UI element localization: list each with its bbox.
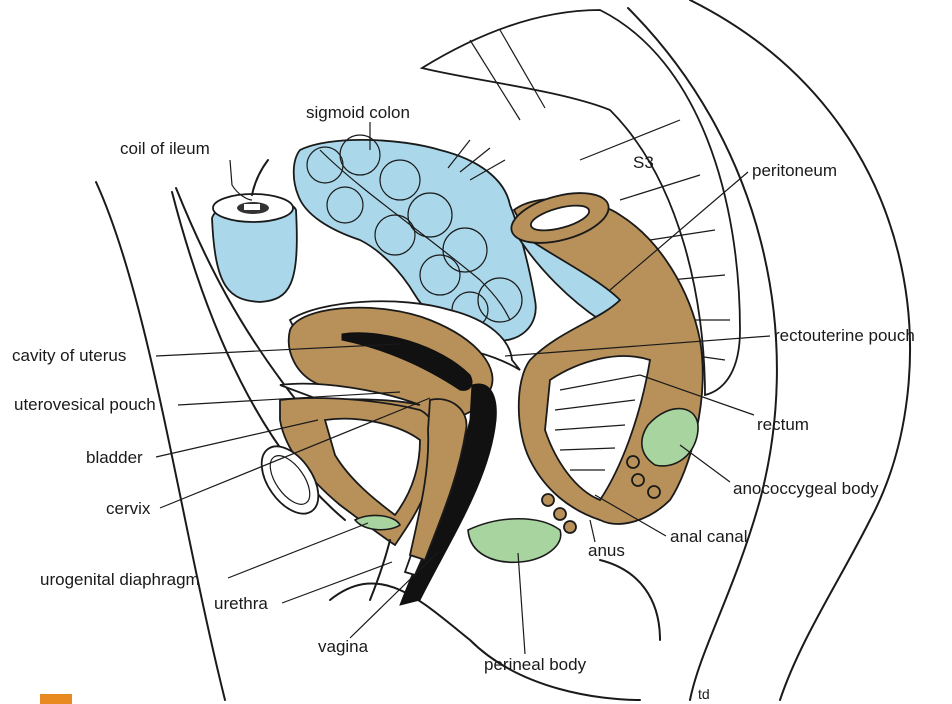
label-urogenital-diaphragm: urogenital diaphragm bbox=[40, 570, 200, 589]
label-cervix: cervix bbox=[106, 499, 151, 518]
label-peritoneum: peritoneum bbox=[752, 161, 837, 180]
perineum-outline bbox=[330, 583, 640, 700]
orange-page-marker bbox=[40, 694, 72, 704]
label-rectum: rectum bbox=[757, 415, 809, 434]
label-bladder: bladder bbox=[86, 448, 143, 467]
label-rectouterine-pouch: rectouterine pouch bbox=[774, 326, 915, 345]
label-coil-of-ileum: coil of ileum bbox=[120, 139, 210, 158]
label-anus: anus bbox=[588, 541, 625, 560]
leader-urethra bbox=[282, 562, 392, 603]
label-urethra: urethra bbox=[214, 594, 268, 613]
label-initials: td bbox=[698, 686, 710, 702]
label-vagina: vagina bbox=[318, 637, 369, 656]
leader-urogenital-diaphragm bbox=[228, 523, 368, 578]
label-cavity-of-uterus: cavity of uterus bbox=[12, 346, 126, 365]
anterior-abdominal-wall bbox=[96, 182, 225, 700]
urethra-line bbox=[370, 540, 390, 600]
leader-vagina bbox=[350, 552, 438, 638]
coil-of-ileum bbox=[212, 160, 297, 302]
ileum-mesentery bbox=[252, 160, 268, 195]
label-s3: S3 bbox=[633, 153, 654, 172]
leader-perineal-body bbox=[518, 553, 525, 654]
leader-anus bbox=[590, 520, 595, 542]
label-anal-canal: anal canal bbox=[670, 527, 748, 546]
label-sigmoid-colon: sigmoid colon bbox=[306, 103, 410, 122]
label-anococcygeal-body: anococcygeal body bbox=[733, 479, 879, 498]
label-uterovesical-pouch: uterovesical pouch bbox=[14, 395, 156, 414]
label-perineal-body: perineal body bbox=[484, 655, 587, 674]
buttock-line bbox=[600, 560, 660, 640]
perineal-body-shape bbox=[468, 519, 561, 563]
